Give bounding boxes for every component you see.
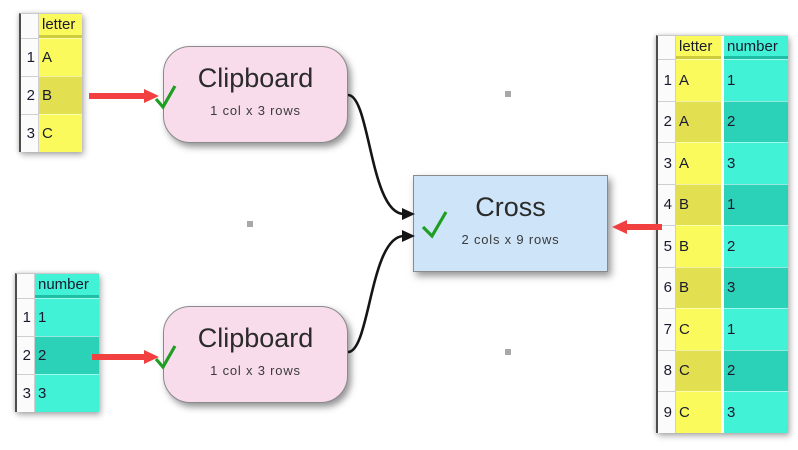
node-title: Clipboard bbox=[197, 63, 314, 93]
table-row: 6 B 3 bbox=[658, 266, 788, 308]
table-cell: 1 bbox=[35, 298, 99, 336]
row-header-corner bbox=[21, 14, 39, 38]
column-header-number: number bbox=[35, 274, 99, 298]
table-row: 2 B bbox=[21, 76, 82, 114]
node-clipboard-bottom[interactable]: Clipboard 1 col x 3 rows bbox=[154, 306, 348, 403]
table-cell: C bbox=[676, 391, 721, 433]
table-cell: B bbox=[676, 266, 721, 308]
cross-result-table: letter number 1 A 1 2 A 2 3 A 3 4 B 1 5 … bbox=[656, 35, 788, 433]
letter-source-table: letter 1 A 2 B 3 C bbox=[19, 13, 82, 152]
table-row: 8 C 2 bbox=[658, 349, 788, 391]
node-clipboard-top[interactable]: Clipboard 1 col x 3 rows bbox=[154, 46, 348, 143]
table-cell: 2 bbox=[35, 336, 99, 374]
row-number: 1 bbox=[21, 38, 39, 76]
node-status: 2 cols x 9 rows bbox=[461, 231, 560, 247]
table-cell: 2 bbox=[724, 225, 788, 267]
node-title: Cross bbox=[475, 192, 546, 222]
table-cell: B bbox=[676, 225, 721, 267]
column-header-letter: letter bbox=[39, 14, 82, 38]
table-cell: B bbox=[676, 183, 721, 225]
checkmark-icon bbox=[154, 345, 177, 370]
column-header-letter: letter bbox=[676, 36, 721, 59]
table-row: 3 A 3 bbox=[658, 142, 788, 184]
table-cell: 3 bbox=[724, 142, 788, 184]
row-number: 8 bbox=[658, 349, 676, 391]
connector-clipboard-top-to-cross[interactable] bbox=[347, 93, 415, 220]
row-header-corner bbox=[658, 36, 676, 59]
table-cell: A bbox=[676, 59, 721, 101]
table-row: 2 2 bbox=[17, 336, 99, 374]
row-number: 3 bbox=[21, 114, 39, 152]
grid-dot bbox=[505, 349, 511, 355]
table-row: 7 C 1 bbox=[658, 308, 788, 350]
table-row: 3 3 bbox=[17, 374, 99, 412]
table-cell: 3 bbox=[724, 391, 788, 433]
table-cell: C bbox=[39, 114, 82, 152]
row-number: 7 bbox=[658, 308, 676, 350]
table-row: 9 C 3 bbox=[658, 391, 788, 433]
checkmark-icon bbox=[154, 85, 177, 110]
table-row: 1 A 1 bbox=[658, 59, 788, 101]
table-cell: 1 bbox=[724, 308, 788, 350]
node-status: 1 col x 3 rows bbox=[210, 102, 301, 118]
table-row: 4 B 1 bbox=[658, 183, 788, 225]
row-number: 3 bbox=[658, 142, 676, 184]
table-cell: C bbox=[676, 349, 721, 391]
table-row: 2 A 2 bbox=[658, 100, 788, 142]
table-cell: 2 bbox=[724, 100, 788, 142]
table-cell: 1 bbox=[724, 59, 788, 101]
row-number: 4 bbox=[658, 183, 676, 225]
checkmark-icon bbox=[421, 211, 448, 239]
row-number: 1 bbox=[17, 298, 35, 336]
row-number: 2 bbox=[21, 76, 39, 114]
table-cell: A bbox=[39, 38, 82, 76]
grid-dot bbox=[247, 221, 253, 227]
row-number: 2 bbox=[658, 100, 676, 142]
table-cell: 2 bbox=[724, 349, 788, 391]
table-cell: A bbox=[676, 100, 721, 142]
table-cell: 1 bbox=[724, 183, 788, 225]
table-cell: 3 bbox=[35, 374, 99, 412]
grid-dot bbox=[505, 91, 511, 97]
column-header-number: number bbox=[724, 36, 788, 59]
node-cross[interactable]: Cross 2 cols x 9 rows bbox=[413, 175, 608, 272]
row-number: 9 bbox=[658, 391, 676, 433]
row-number: 1 bbox=[658, 59, 676, 101]
table-row: 3 C bbox=[21, 114, 82, 152]
connector-clipboard-bottom-to-cross[interactable] bbox=[347, 230, 415, 354]
row-number: 2 bbox=[17, 336, 35, 374]
table-cell: A bbox=[676, 142, 721, 184]
node-title: Clipboard bbox=[197, 323, 314, 353]
table-row: 5 B 2 bbox=[658, 225, 788, 267]
table-row: 1 A bbox=[21, 38, 82, 76]
row-number: 6 bbox=[658, 266, 676, 308]
row-header-corner bbox=[17, 274, 35, 298]
node-status: 1 col x 3 rows bbox=[210, 362, 301, 378]
table-cell: 3 bbox=[724, 266, 788, 308]
table-cell: B bbox=[39, 76, 82, 114]
row-number: 5 bbox=[658, 225, 676, 267]
table-cell: C bbox=[676, 308, 721, 350]
number-source-table: number 1 1 2 2 3 3 bbox=[15, 273, 99, 412]
row-number: 3 bbox=[17, 374, 35, 412]
table-row: 1 1 bbox=[17, 298, 99, 336]
